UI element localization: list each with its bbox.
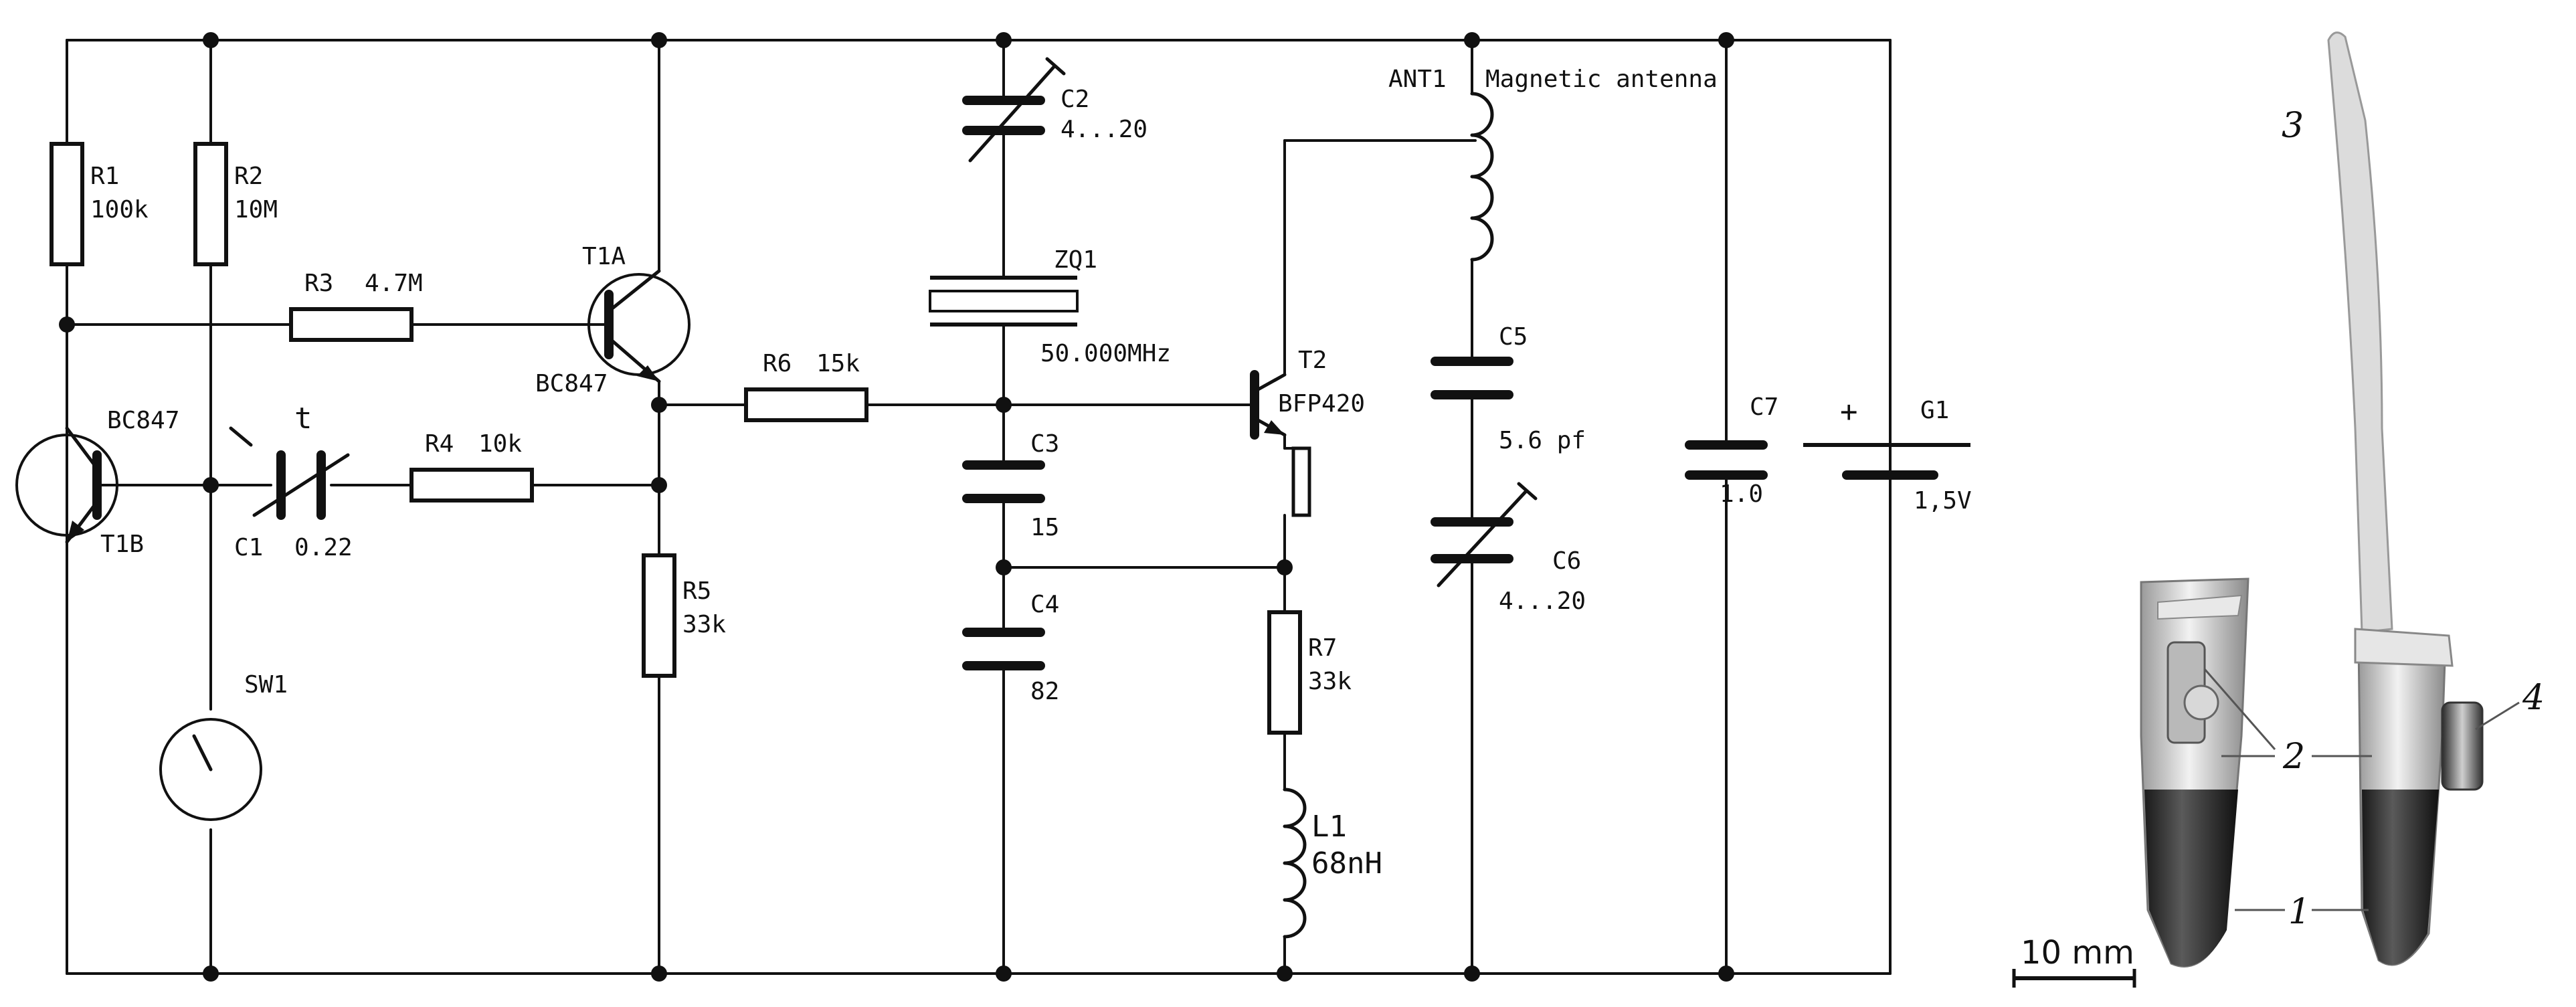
zq1-value: 50.000MHz xyxy=(1040,340,1171,367)
c7-value: 1.0 xyxy=(1720,480,1763,508)
transistor-t2: T2 BFP420 xyxy=(1250,347,1365,440)
c6-value: 4...20 xyxy=(1499,587,1586,615)
callout-4: 4 xyxy=(2522,678,2545,718)
c3-value: 15 xyxy=(1030,514,1059,541)
t1a-part: BC847 xyxy=(535,370,608,397)
capacitor-c1: t C1 0.22 xyxy=(229,401,353,561)
antenna-ant1: ANT1 Magnetic antenna xyxy=(1388,66,1718,264)
capacitor-c6: C6 4...20 xyxy=(1431,482,1586,615)
resistor-r2: R2 10M xyxy=(193,142,278,266)
ant1-value: Magnetic antenna xyxy=(1485,66,1718,93)
g1-value: 1,5V xyxy=(1914,487,1972,515)
t2-ref: T2 xyxy=(1298,347,1327,374)
c1-value: 0.22 xyxy=(294,534,353,561)
g1-polarity: + xyxy=(1840,395,1858,429)
c4-value: 82 xyxy=(1030,678,1059,705)
photo-leader-lines xyxy=(2203,668,2520,911)
emitter-resistor-small xyxy=(1291,446,1311,517)
c1-ref: C1 xyxy=(234,534,263,561)
r4-value: 10k xyxy=(478,430,522,458)
r5-value: 33k xyxy=(682,611,726,638)
schematic-wires xyxy=(66,39,1892,975)
crystal-zq1: ZQ1 50.000MHz xyxy=(929,246,1171,367)
inductor-l1: L1 68nH xyxy=(1283,788,1382,939)
c1-marker: t xyxy=(294,401,312,436)
c2-value: 4...20 xyxy=(1061,116,1147,143)
c5-value: 5.6 pf xyxy=(1499,427,1586,454)
r1-value: 100k xyxy=(90,196,149,223)
l1-value: 68nH xyxy=(1311,846,1382,881)
c3-ref: C3 xyxy=(1030,430,1059,458)
t1b-ref: T1B xyxy=(100,531,144,558)
transistor-t1b: BC847 T1B xyxy=(15,407,179,558)
resistor-r5: R5 33k xyxy=(642,553,726,678)
callout-1: 1 xyxy=(2288,892,2310,932)
capacitor-c4: C4 82 xyxy=(962,591,1059,705)
r7-value: 33k xyxy=(1308,668,1352,695)
c2-ref: C2 xyxy=(1061,86,1089,113)
r2-value: 10M xyxy=(234,196,278,223)
photo-callouts: 1 2 3 4 xyxy=(2282,106,2545,932)
c7-ref: C7 xyxy=(1750,393,1778,421)
photo-device-left xyxy=(2140,577,2249,968)
g1-ref: G1 xyxy=(1920,397,1949,424)
t1b-part: BC847 xyxy=(107,407,179,434)
r6-value: 15k xyxy=(816,350,860,377)
r5-ref: R5 xyxy=(682,577,711,605)
capacitor-c5: C5 5.6 pf xyxy=(1431,323,1586,454)
photo-device-right xyxy=(2327,31,2484,966)
r3-ref: R3 xyxy=(304,270,333,297)
r1-ref: R1 xyxy=(90,163,119,190)
t1a-ref: T1A xyxy=(582,243,626,270)
resistor-r7: R7 33k xyxy=(1267,610,1352,735)
l1-ref: L1 xyxy=(1311,810,1347,844)
c6-ref: C6 xyxy=(1552,547,1581,575)
battery-g1: + G1 1,5V xyxy=(1803,395,1972,515)
resistor-r1: R1 100k xyxy=(50,142,149,266)
switch-sw1: SW1 xyxy=(159,671,288,821)
zq1-ref: ZQ1 xyxy=(1054,246,1097,274)
r6-ref: R6 xyxy=(763,350,792,377)
callout-3: 3 xyxy=(2282,106,2304,146)
c4-ref: C4 xyxy=(1030,591,1059,618)
c5-ref: C5 xyxy=(1499,323,1528,351)
resistor-r4: R4 10k xyxy=(409,430,534,502)
capacitor-c2: C2 4...20 xyxy=(962,57,1147,163)
capacitor-c7: C7 1.0 xyxy=(1685,393,1778,508)
capacitor-c3: C3 15 xyxy=(962,430,1059,541)
sw1-ref: SW1 xyxy=(244,671,288,699)
resistor-r6: R6 15k xyxy=(744,350,868,422)
resistor-r3: R3 4.7M xyxy=(289,270,423,342)
r3-value: 4.7M xyxy=(365,270,423,297)
junction-dots xyxy=(59,32,1734,982)
callout-2: 2 xyxy=(2282,737,2305,777)
scale-bar-label: 10 mm xyxy=(2021,934,2134,972)
r4-ref: R4 xyxy=(425,430,454,458)
t2-part: BFP420 xyxy=(1278,390,1365,418)
r7-ref: R7 xyxy=(1308,634,1337,662)
scale-bar: 10 mm xyxy=(2012,934,2136,988)
r2-ref: R2 xyxy=(234,163,263,190)
ant1-ref: ANT1 xyxy=(1388,66,1447,93)
transistor-t1a: T1A BC847 xyxy=(535,243,691,397)
